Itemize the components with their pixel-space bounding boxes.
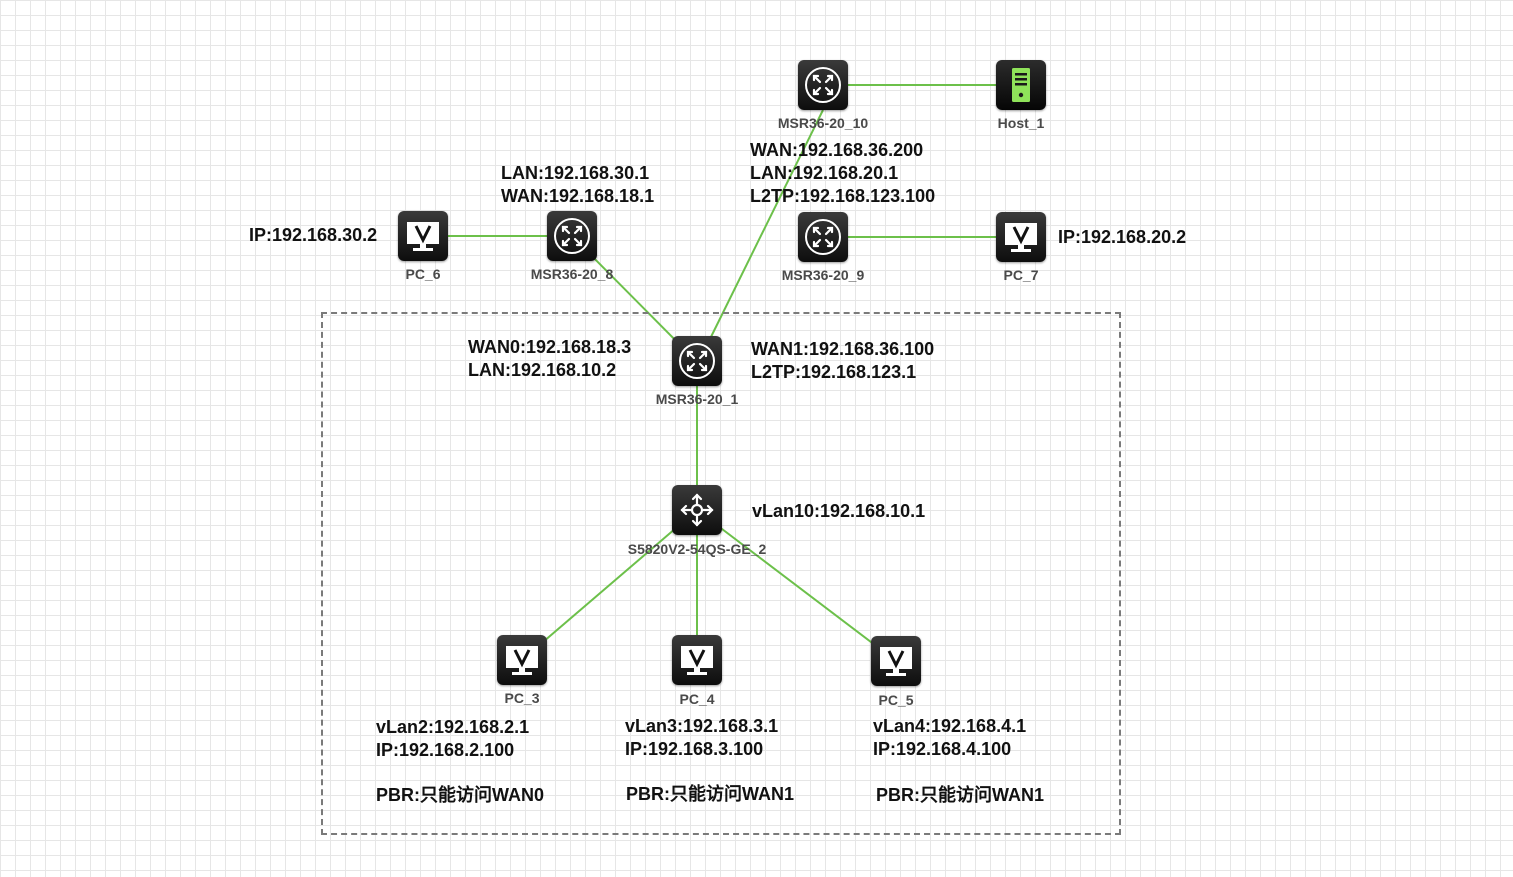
pc4-vlan-note: vLan3:192.168.3.1 <box>625 716 779 736</box>
pc-6-label: PC_6 <box>405 266 441 282</box>
msr10-l2tp-note: L2TP:192.168.123.100 <box>750 186 936 206</box>
pc-monitor-icon <box>1005 223 1037 252</box>
pc-monitor-icon <box>681 646 713 675</box>
router-icon <box>554 218 590 254</box>
router-msr36-20-9-label: MSR36-20_9 <box>781 267 865 283</box>
msr1-lan-note: LAN:192.168.10.2 <box>468 360 617 380</box>
msr10-lan-note: LAN:192.168.20.1 <box>750 163 899 183</box>
pc3-pbr-note: PBR:只能访问WAN0 <box>376 785 545 805</box>
server-host-icon <box>1012 68 1030 102</box>
pc3-ip-note: IP:192.168.2.100 <box>376 740 515 760</box>
pc5-vlan-note: vLan4:192.168.4.1 <box>873 716 1027 736</box>
msr10-wan-note: WAN:192.168.36.200 <box>750 140 924 160</box>
pc-monitor-icon <box>880 647 912 676</box>
link-switch-pc3[interactable] <box>521 509 698 661</box>
link-switch-pc5[interactable] <box>696 509 897 662</box>
router-msr36-20-1-label: MSR36-20_1 <box>655 391 739 407</box>
pc6-ip-note: IP:192.168.30.2 <box>249 225 378 245</box>
pc-4-label: PC_4 <box>679 691 715 707</box>
switch-s5820v2-label: S5820V2-54QS-GE_2 <box>627 541 767 557</box>
host-1[interactable] <box>996 60 1046 110</box>
pc-3-label: PC_3 <box>504 690 540 706</box>
msr1-l2tp-note: L2TP:192.168.123.1 <box>751 362 917 382</box>
router-msr36-20-10[interactable] <box>798 60 848 110</box>
pc-monitor-icon <box>407 222 439 251</box>
router-msr36-20-9[interactable] <box>798 212 848 262</box>
pc-4[interactable] <box>672 635 722 685</box>
msr1-wan1-note: WAN1:192.168.36.100 <box>751 339 935 359</box>
router-msr36-20-8-label: MSR36-20_8 <box>530 266 614 282</box>
pc3-vlan-note: vLan2:192.168.2.1 <box>376 717 530 737</box>
router-msr36-20-1[interactable] <box>672 336 722 386</box>
pc-3[interactable] <box>497 635 547 685</box>
pc5-pbr-note: PBR:只能访问WAN1 <box>876 785 1045 805</box>
pc-7-label: PC_7 <box>1003 267 1039 283</box>
router-icon <box>805 67 841 103</box>
router-msr36-20-10-label: MSR36-20_10 <box>777 115 869 131</box>
router-icon <box>679 343 715 379</box>
msr8-lan-note: LAN:192.168.30.1 <box>501 163 650 183</box>
pc-7[interactable] <box>996 212 1046 262</box>
host-1-label: Host_1 <box>997 115 1045 131</box>
router-icon <box>805 219 841 255</box>
msr8-wan-note: WAN:192.168.18.1 <box>501 186 655 206</box>
switch-s5820v2[interactable] <box>672 485 722 535</box>
switch-vlan10-note: vLan10:192.168.10.1 <box>752 501 926 521</box>
pc-monitor-icon <box>506 646 538 675</box>
pc4-pbr-note: PBR:只能访问WAN1 <box>626 784 795 804</box>
msr1-wan0-note: WAN0:192.168.18.3 <box>468 337 632 357</box>
pc-5[interactable] <box>871 636 921 686</box>
pc7-ip-note: IP:192.168.20.2 <box>1058 227 1187 247</box>
router-msr36-20-8[interactable] <box>547 211 597 261</box>
pc-5-label: PC_5 <box>878 692 914 708</box>
pc4-ip-note: IP:192.168.3.100 <box>625 739 764 759</box>
link-msr10-msr1[interactable] <box>706 109 824 346</box>
pc-6[interactable] <box>398 211 448 261</box>
local-network-group <box>321 312 1121 835</box>
layer3-switch-icon <box>680 493 714 527</box>
pc5-ip-note: IP:192.168.4.100 <box>873 739 1012 759</box>
